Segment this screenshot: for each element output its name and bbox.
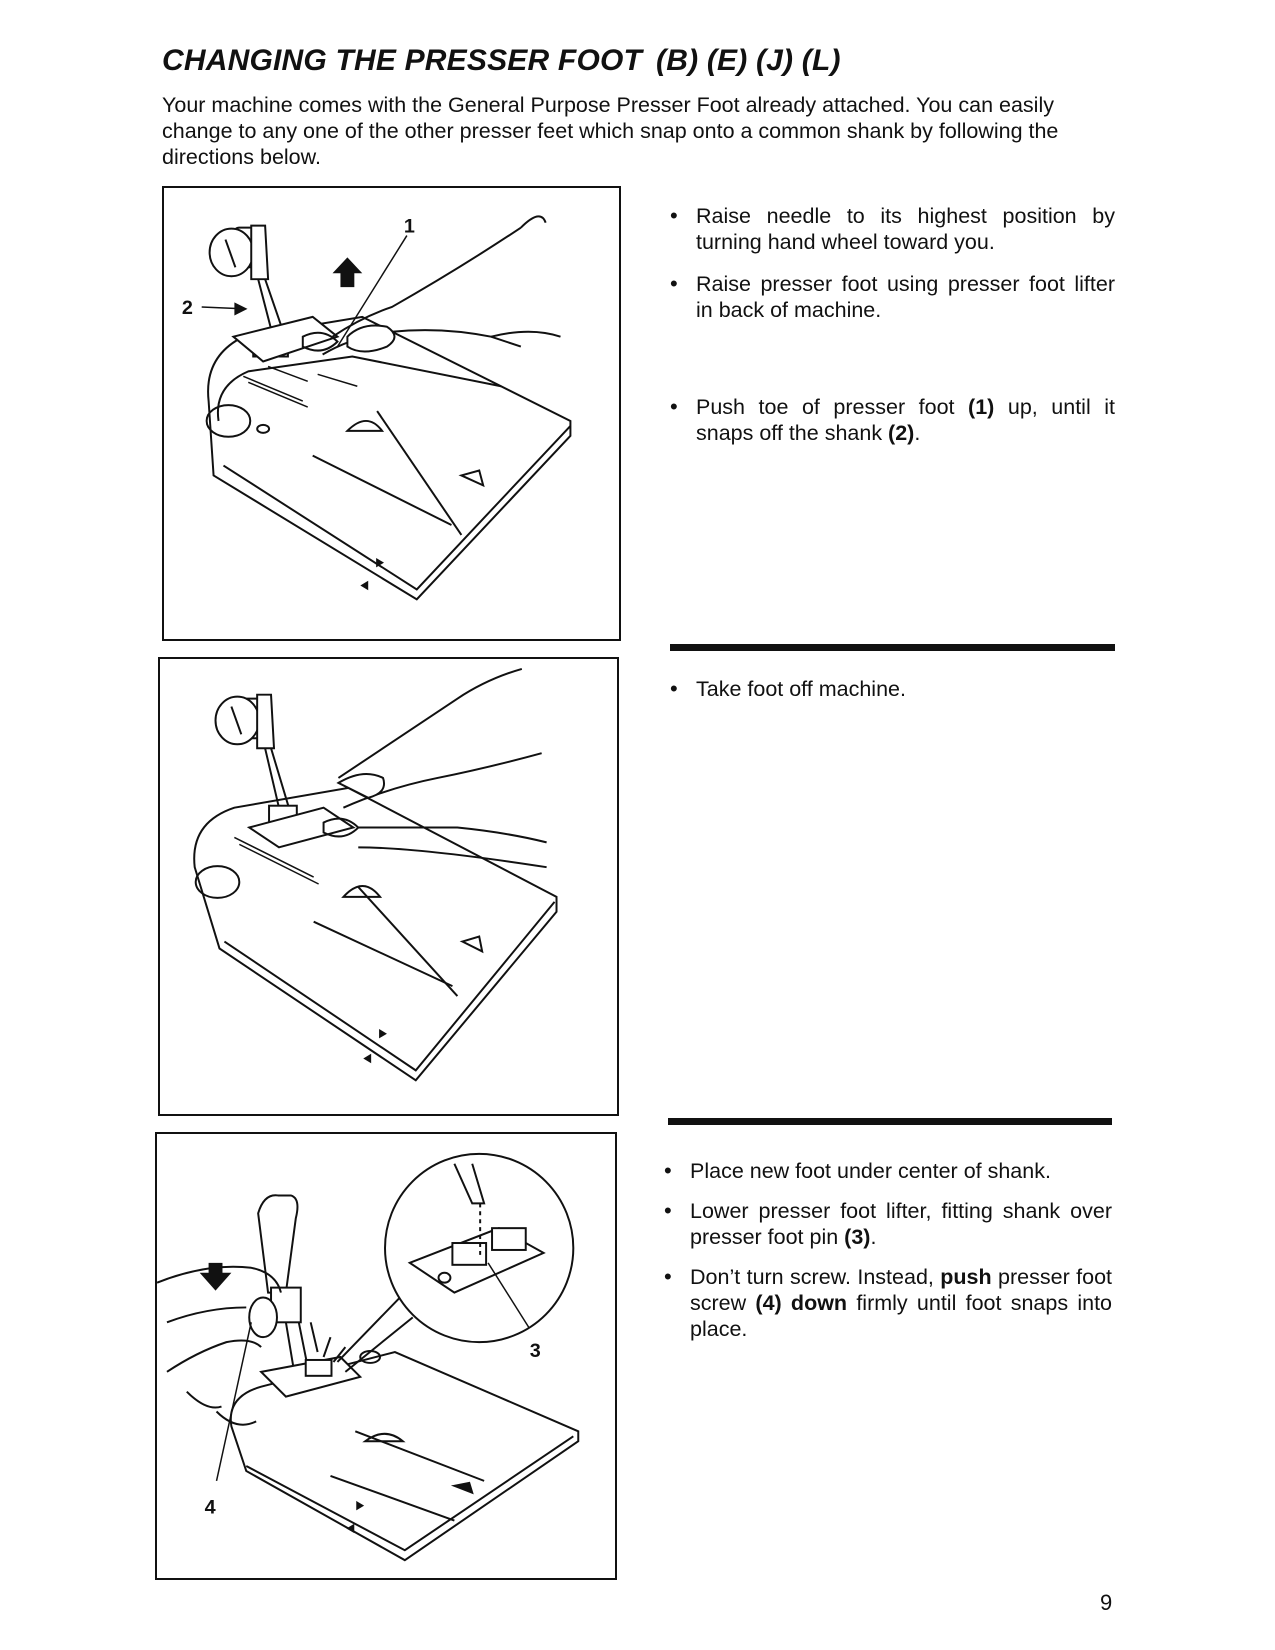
step-raise-presser-foot: Raise presser foot using presser foot li… — [670, 271, 1115, 323]
callout-2: 2 — [182, 297, 193, 319]
emphasis-screw-down: (4) down — [755, 1291, 848, 1315]
step-place-new-foot: Place new foot under center of shank. — [664, 1158, 1112, 1184]
emphasis-push: push — [940, 1265, 992, 1289]
title-foot-codes: (B) (E) (J) (L) — [656, 44, 841, 77]
step-push-screw-text: Don’t turn screw. Instead, — [690, 1265, 941, 1289]
step-lower-lifter-text: Lower presser foot lifter, fitting shank… — [690, 1199, 1112, 1249]
step-push-toe-text-3: . — [914, 421, 921, 445]
step-push-screw: Don’t turn screw. Instead, push presser … — [664, 1264, 1112, 1342]
illustration-remove-foot: 1 2 — [162, 186, 621, 641]
section-divider-2 — [668, 1118, 1112, 1125]
step-raise-needle: Raise needle to its highest position by … — [670, 203, 1115, 255]
title-text: CHANGING THE PRESSER FOOT — [162, 44, 643, 77]
illustration-remove-foot-drawing: 1 2 — [182, 215, 572, 601]
page-number: 9 — [1100, 1590, 1113, 1615]
ref-3: (3) — [844, 1225, 871, 1249]
ref-1: (1) — [968, 395, 995, 419]
callout-1: 1 — [404, 216, 415, 238]
page-title: CHANGING THE PRESSER FOOT (B) (E) (J) (L) — [162, 44, 841, 78]
illustration-attach-foot: 3 4 — [155, 1132, 617, 1580]
step-push-screw-text-3: firmly until foot snaps into place. — [690, 1291, 1112, 1341]
illustration-attach-foot-drawing: 3 4 — [157, 1152, 580, 1562]
intro-paragraph: Your machine comes with the General Purp… — [162, 93, 1059, 169]
steps-take-foot-off: Take foot off machine. — [670, 676, 1115, 702]
step-push-toe: Push toe of presser foot (1) up, until i… — [670, 394, 1115, 446]
steps-attach-foot: Place new foot under center of shank. Lo… — [664, 1158, 1112, 1356]
step-push-toe-text-2: up, until it snaps off the shank — [696, 395, 1116, 445]
callout-3: 3 — [530, 1340, 541, 1362]
step-push-screw-text-2: presser foot screw — [690, 1265, 1112, 1315]
illustration-take-foot-off-drawing — [193, 667, 558, 1082]
steps-remove-foot: Raise needle to its highest position by … — [670, 203, 1115, 446]
section-divider — [670, 644, 1115, 651]
step-take-foot-off: Take foot off machine. — [670, 676, 1115, 702]
ref-2: (2) — [888, 421, 915, 445]
step-lower-lifter: Lower presser foot lifter, fitting shank… — [664, 1198, 1112, 1250]
step-lower-lifter-text-2: . — [870, 1225, 877, 1249]
illustration-take-foot-off — [158, 657, 619, 1116]
callout-4: 4 — [205, 1497, 216, 1519]
step-push-toe-text: Push toe of presser foot — [696, 395, 969, 419]
